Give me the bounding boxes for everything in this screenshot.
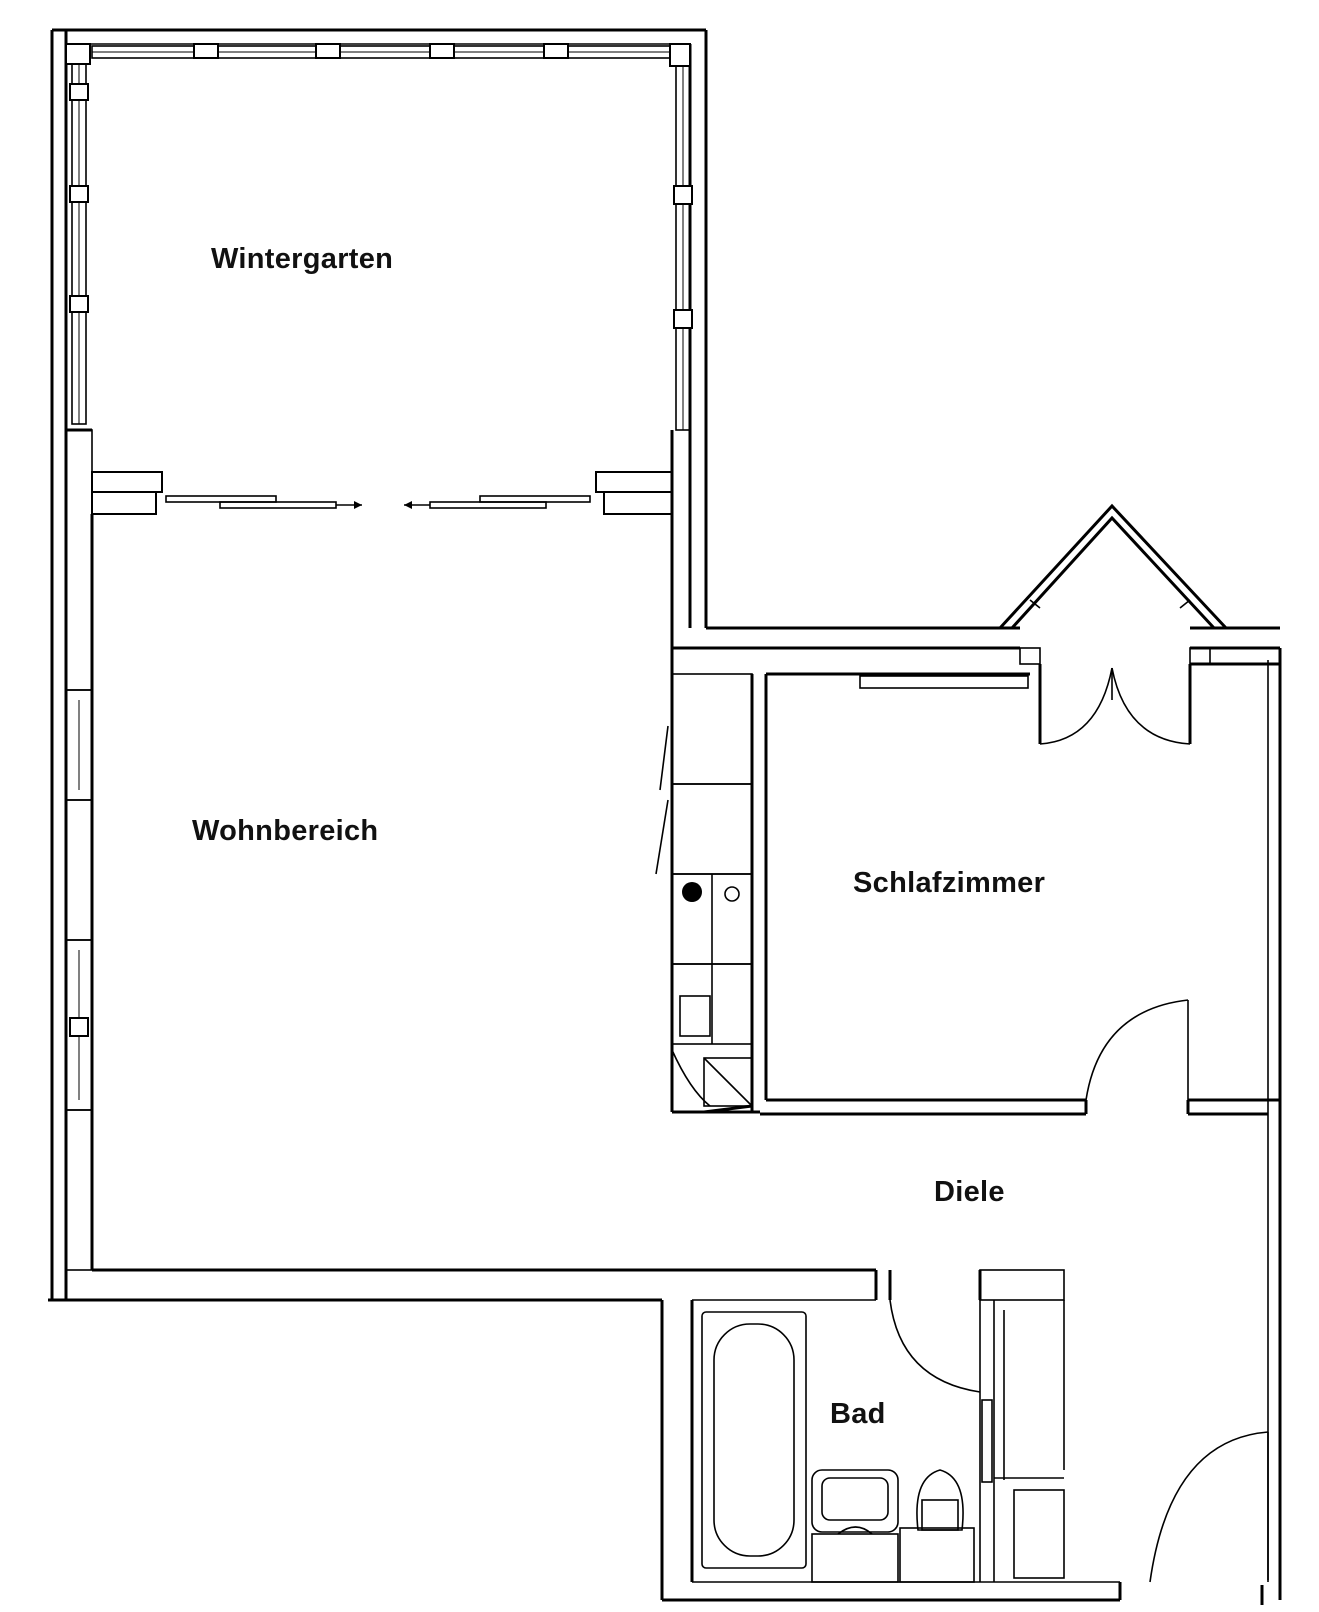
schlafzimmer-walls — [760, 503, 1280, 1116]
label-diele: Diele — [934, 1176, 1005, 1208]
label-wohnbereich: Wohnbereich — [192, 815, 379, 847]
wintergarten-windows — [65, 43, 693, 431]
label-wintergarten: Wintergarten — [211, 243, 394, 275]
label-bad: Bad — [830, 1398, 886, 1430]
wohnbereich-windows — [65, 689, 93, 1271]
bathroom — [690, 1269, 1269, 1600]
label-schlafzimmer: Schlafzimmer — [853, 867, 1046, 899]
kitchen-counter — [655, 648, 768, 1114]
sliding-door — [65, 428, 692, 1270]
